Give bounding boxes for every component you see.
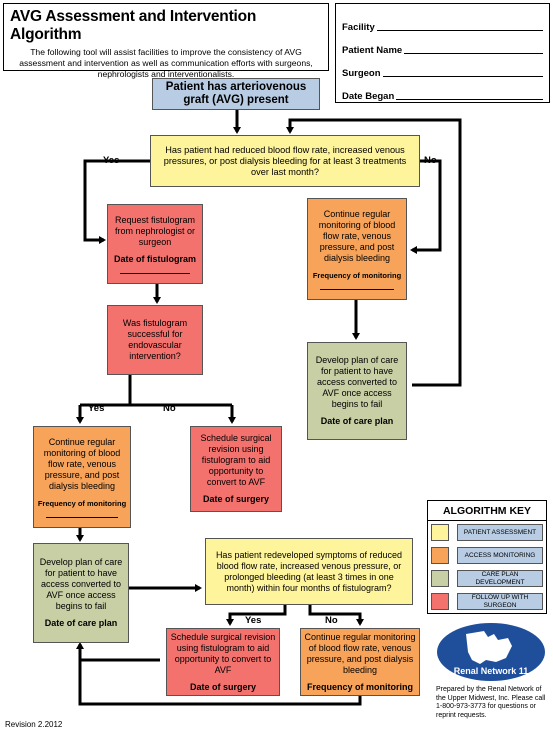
care-plan-key-label: CARE PLAN DEVELOPMENT — [457, 570, 543, 587]
continue-monitoring-left-text: Continue regular monitoring of blood flo… — [43, 436, 121, 491]
assessment-swatch — [431, 524, 449, 541]
page-title: AVG Assessment and Intervention Algorith… — [10, 8, 257, 43]
schedule-surgical-mid-text: Schedule surgical revision using fistulo… — [200, 433, 272, 487]
date-began-label: Date Began — [342, 91, 395, 102]
start-text: Patient has arteriovenous graft (AVG) pr… — [165, 81, 307, 106]
patient-info-form: Facility Patient Name Surgeon Date Began — [335, 3, 550, 103]
assessment-key-label: PATIENT ASSESSMENT — [457, 524, 543, 541]
patient-name-line — [404, 53, 543, 54]
key-row-care-plan: CARE PLAN DEVELOPMENT — [428, 567, 546, 590]
q2-no-label: No — [163, 403, 176, 414]
renal-network-logo-icon: Renal Network 11 — [437, 623, 545, 681]
date-began-line — [396, 99, 543, 100]
date-of-fistulogram-label: Date of fistulogram — [113, 253, 196, 264]
surgeon-label: Surgeon — [342, 68, 381, 79]
question-3-text: Has patient redeveloped symptoms of redu… — [215, 549, 403, 593]
schedule-surgical-bottom-box: Schedule surgical revision using fistulo… — [166, 628, 280, 696]
q1-yes-label: Yes — [103, 155, 120, 166]
renal-network-logo: Renal Network 11 — [436, 622, 546, 682]
date-care-plan-left-label: Date of care plan — [44, 618, 118, 628]
frequency-monitoring-left-blank — [46, 516, 118, 518]
date-surgery-mid-label: Date of surgery — [202, 494, 270, 504]
key-row-monitoring: ACCESS MONITORING — [428, 544, 546, 567]
care-plan-swatch — [431, 570, 449, 587]
date-surgery-bottom-label: Date of surgery — [189, 681, 257, 692]
schedule-surgical-mid-box: Schedule surgical revision using fistulo… — [190, 426, 282, 512]
question-1-box: Has patient had reduced blood flow rate,… — [150, 135, 420, 187]
date-of-fistulogram-blank — [119, 272, 191, 274]
date-began-field[interactable]: Date Began — [342, 79, 543, 102]
frequency-monitoring-right-label: Frequency of monitoring — [312, 270, 402, 280]
facility-label: Facility — [342, 22, 375, 33]
logo-text: Renal Network 11 — [454, 666, 529, 676]
schedule-surgical-bottom-text: Schedule surgical revision using fistulo… — [170, 631, 276, 675]
header-description: The following tool will assist facilitie… — [19, 47, 313, 79]
header-box: AVG Assessment and Intervention Algorith… — [3, 3, 329, 79]
develop-plan-left-text: Develop plan of care for patient to have… — [39, 557, 123, 611]
key-row-assessment: PATIENT ASSESSMENT — [428, 521, 546, 544]
key-row-surgeon: FOLLOW UP WITH SURGEON — [428, 590, 546, 613]
algorithm-key-title: ALGORITHM KEY — [428, 501, 546, 521]
patient-name-field[interactable]: Patient Name — [342, 33, 543, 56]
patient-name-label: Patient Name — [342, 45, 403, 56]
continue-monitoring-bottom-box: Continue regular monitoring of blood flo… — [300, 628, 420, 696]
request-fistulogram-text: Request fistulogram from nephrologist or… — [114, 214, 196, 247]
monitoring-key-label: ACCESS MONITORING — [457, 547, 543, 564]
develop-plan-right-text: Develop plan of care for patient to have… — [315, 355, 399, 409]
frequency-monitoring-left-label: Frequency of monitoring — [37, 498, 127, 508]
q3-yes-label: Yes — [245, 615, 262, 626]
surgeon-field[interactable]: Surgeon — [342, 56, 543, 79]
surgeon-swatch — [431, 593, 449, 610]
start-box: Patient has arteriovenous graft (AVG) pr… — [152, 78, 320, 110]
develop-plan-left-box: Develop plan of care for patient to have… — [33, 543, 129, 643]
facility-line — [376, 30, 543, 31]
date-care-plan-right-label: Date of care plan — [320, 416, 394, 426]
question-2-box: Was fistulogram successful for endovascu… — [107, 305, 203, 375]
surgeon-line — [382, 76, 543, 77]
question-3-box: Has patient redeveloped symptoms of redu… — [205, 538, 413, 605]
monitoring-swatch — [431, 547, 449, 564]
continue-monitoring-left-box: Continue regular monitoring of blood flo… — [33, 426, 131, 528]
q3-no-label: No — [325, 615, 338, 626]
request-fistulogram-box: Request fistulogram from nephrologist or… — [107, 204, 203, 284]
q2-yes-label: Yes — [88, 403, 105, 414]
revision-text: Revision 2.2012 — [5, 720, 63, 729]
surgeon-key-label: FOLLOW UP WITH SURGEON — [457, 593, 543, 610]
facility-field[interactable]: Facility — [342, 10, 543, 33]
question-2-text: Was fistulogram successful for endovascu… — [122, 318, 188, 361]
frequency-monitoring-bottom-label: Frequency of monitoring — [306, 681, 413, 692]
prepared-by-text: Prepared by the Renal Network of the Upp… — [436, 686, 546, 719]
continue-monitoring-bottom-text: Continue regular monitoring of blood flo… — [304, 631, 416, 675]
continue-monitoring-right-text: Continue regular monitoring of blood flo… — [318, 208, 396, 263]
q1-no-label: No — [424, 155, 437, 166]
algorithm-key: ALGORITHM KEY PATIENT ASSESSMENT ACCESS … — [427, 500, 547, 614]
frequency-monitoring-right-blank — [320, 288, 394, 290]
continue-monitoring-right-box: Continue regular monitoring of blood flo… — [307, 198, 407, 300]
question-1-text: Has patient had reduced blood flow rate,… — [163, 144, 407, 177]
develop-plan-right-box: Develop plan of care for patient to have… — [307, 342, 407, 440]
